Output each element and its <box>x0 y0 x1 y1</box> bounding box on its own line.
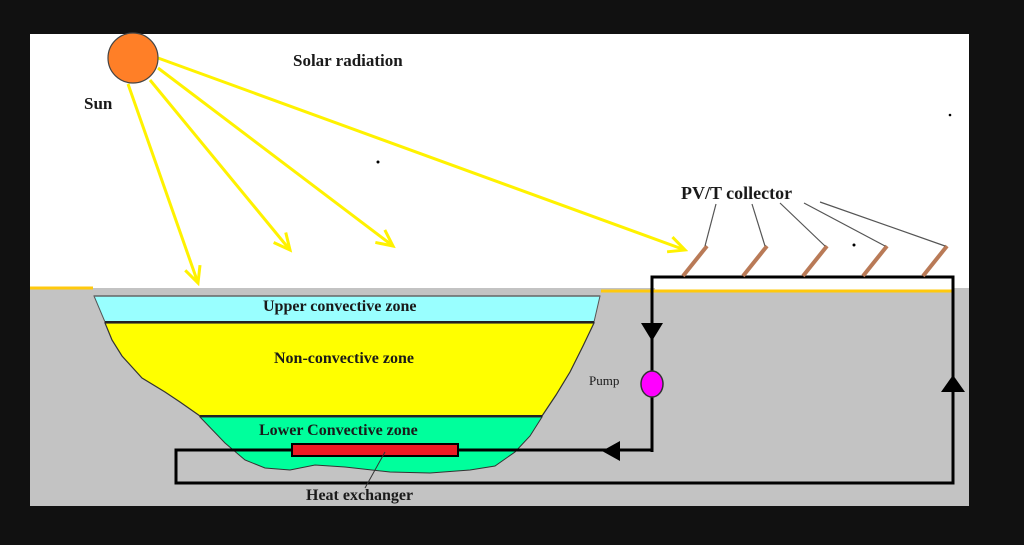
pvt-collector-panel <box>681 244 709 278</box>
upper-zone-label: Upper convective zone <box>263 298 417 315</box>
flow-arrow-left-icon <box>602 441 620 461</box>
ray-arrowhead-icon <box>375 229 396 249</box>
flow-arrow-down-icon <box>641 323 663 341</box>
pvt-collectors <box>681 244 949 278</box>
pump-icon <box>640 370 664 398</box>
ray-arrowhead-icon <box>666 236 689 254</box>
ray-arrowhead-icon <box>184 264 202 287</box>
pvt-collector-leader <box>779 202 826 247</box>
sun-icon <box>107 32 159 84</box>
heat-exchanger-leader <box>364 451 386 489</box>
speck <box>852 243 856 247</box>
flow-arrow-up-icon <box>941 375 965 392</box>
ray-3 <box>157 66 394 248</box>
heat-exchanger <box>291 443 459 457</box>
ray-2 <box>148 79 292 251</box>
pvt-collector-leader <box>803 202 886 247</box>
ray-arrowhead-icon <box>273 232 293 253</box>
ray-1 <box>126 83 200 284</box>
pvt-collector-leader <box>751 203 766 247</box>
solar-radiation-label: Solar radiation <box>293 51 403 70</box>
pipe-loop <box>174 275 955 485</box>
sun-label: Sun <box>84 94 113 113</box>
pvt-collector-label: PV/T collector <box>681 183 793 203</box>
solar-rays <box>126 56 689 287</box>
collector-area-sky <box>655 278 953 290</box>
lower-zone-label: Lower Convective zone <box>259 422 418 439</box>
pvt-collector-panel <box>921 244 949 278</box>
pvt-collector-leader <box>704 203 717 247</box>
pvt-collector-panel <box>801 244 829 278</box>
heat-exchanger-label: Heat exchanger <box>306 487 414 504</box>
pvt-collector-leader <box>819 201 946 247</box>
speck <box>376 160 380 164</box>
pvt-leaders <box>704 201 946 247</box>
speck <box>948 113 952 117</box>
pump-label: Pump <box>589 373 620 388</box>
pvt-collector-panel <box>861 244 889 278</box>
pvt-collector-panel <box>741 244 769 278</box>
ray-4 <box>157 56 686 252</box>
non-convective-zone-label: Non-convective zone <box>274 350 414 367</box>
